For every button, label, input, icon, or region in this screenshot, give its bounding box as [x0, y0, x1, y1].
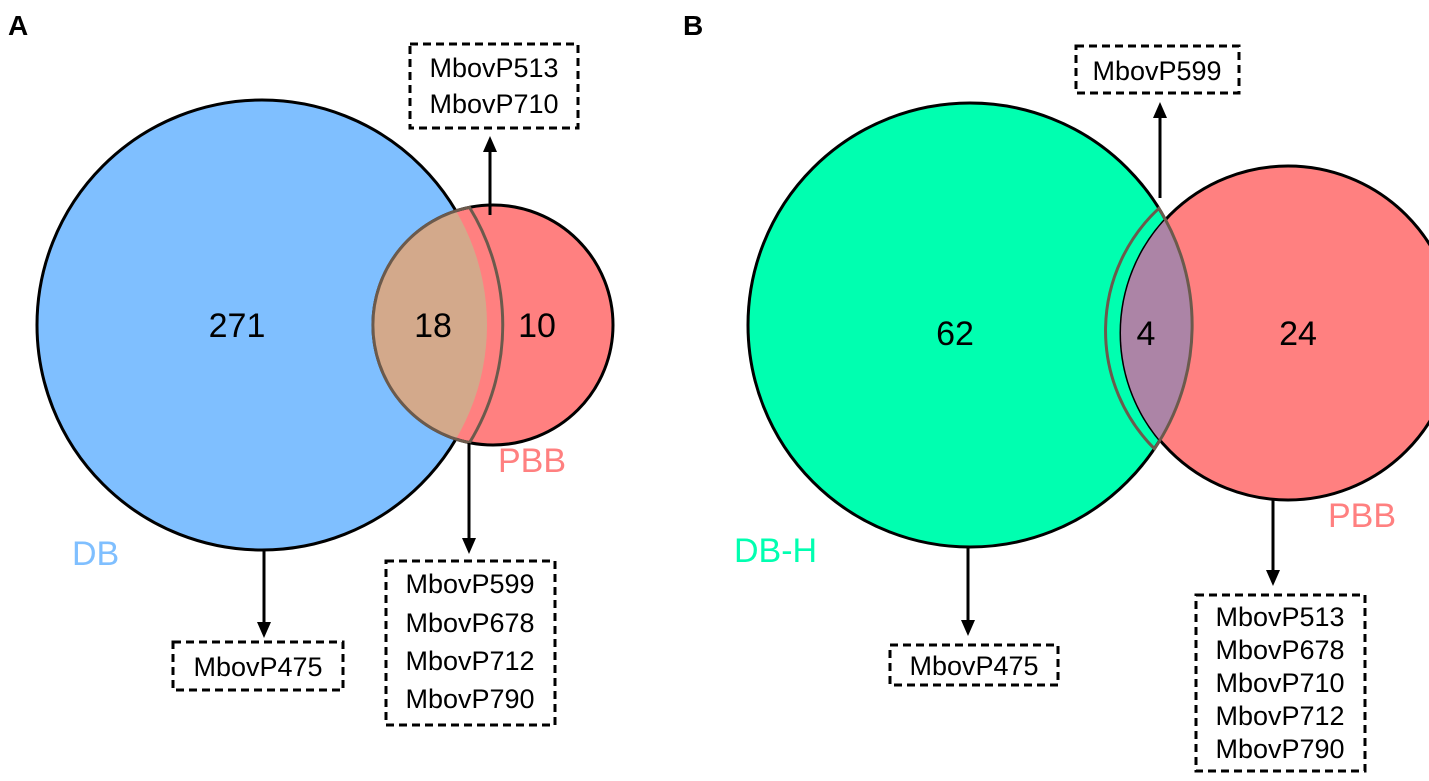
box-a-right-line-3: MbovP712 — [405, 646, 534, 676]
box-a-right-line-1: MbovP599 — [405, 569, 534, 599]
box-b-top-line-1: MbovP599 — [1092, 56, 1221, 86]
box-a-right-line-4: MbovP790 — [405, 684, 534, 714]
box-b-right-line-5: MbovP790 — [1215, 734, 1344, 764]
box-b-left — [888, 643, 1060, 687]
arrow-a-right-head — [462, 538, 476, 554]
box-a-left-line-1: MbovP475 — [193, 652, 322, 682]
arrow-b-top-head — [1153, 102, 1167, 118]
arrow-b-right-head — [1266, 570, 1280, 586]
pbb-only-count-a: 10 — [518, 307, 556, 345]
box-a-right — [384, 559, 557, 727]
panel-a-label: A — [8, 10, 28, 41]
intersection-b-count: 4 — [1137, 315, 1156, 353]
dbh-only-count: 62 — [936, 315, 974, 353]
db-label: DB — [72, 535, 119, 573]
box-a-left — [171, 640, 345, 692]
box-b-top — [1074, 44, 1241, 95]
arrow-a-left-head — [257, 622, 271, 638]
intersection-a-count: 18 — [414, 307, 452, 345]
pbb-label-b: PBB — [1328, 497, 1396, 535]
intersection-a-outline — [371, 205, 505, 445]
box-b-left-line-1: MbovP475 — [909, 651, 1038, 681]
arrow-a-top-head — [483, 136, 497, 152]
box-b-right-line-2: MbovP678 — [1215, 635, 1344, 665]
intersection-b-outline — [1104, 205, 1194, 452]
panel-b-label: B — [683, 10, 703, 41]
panel-b: B 62 4 24 DB-H PBB MbovP599 MbovP475 Mbo… — [683, 10, 1429, 773]
arrow-b-left-head — [961, 620, 975, 636]
box-b-right-line-4: MbovP712 — [1215, 701, 1344, 731]
db-only-count: 271 — [209, 307, 266, 345]
box-a-right-line-2: MbovP678 — [405, 608, 534, 638]
panel-a: A 271 18 10 DB PBB MbovP513 MbovP710 Mbo… — [8, 10, 615, 727]
box-a-top-line-1: MbovP513 — [429, 53, 558, 83]
box-b-right — [1194, 593, 1367, 773]
intersection-a — [373, 205, 487, 445]
dbh-label: DB-H — [734, 532, 817, 570]
pbb-label-a: PBB — [498, 442, 566, 480]
box-b-right-line-3: MbovP710 — [1215, 668, 1344, 698]
box-b-right-line-1: MbovP513 — [1215, 602, 1344, 632]
pbb-only-count-b: 24 — [1279, 315, 1317, 353]
box-a-top-line-2: MbovP710 — [429, 89, 558, 119]
box-a-top — [408, 42, 580, 130]
